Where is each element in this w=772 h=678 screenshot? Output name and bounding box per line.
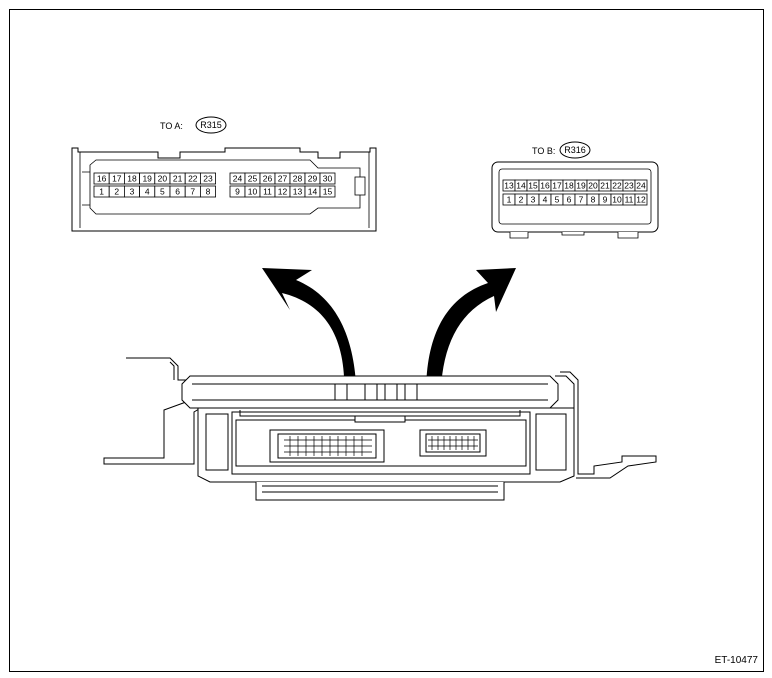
pin-b-7: 7	[579, 195, 584, 205]
pin-a-cell	[199, 185, 216, 198]
pin-a-10: 10	[248, 187, 258, 197]
pin-a-13: 13	[293, 187, 303, 197]
connector-a-housing	[71, 147, 377, 232]
pin-b-cell	[634, 193, 648, 206]
pin-a-cell	[199, 172, 216, 185]
pin-a-21: 21	[173, 174, 183, 184]
pin-a-6: 6	[175, 187, 180, 197]
pin-b-15: 15	[528, 181, 538, 191]
pin-a-5: 5	[160, 187, 165, 197]
pin-b-11: 11	[625, 195, 634, 205]
pin-a-28: 28	[293, 174, 303, 184]
control-module	[103, 357, 657, 501]
connector-a-code: R315	[200, 120, 222, 130]
connector-a-right-top-pins: 24 25 26 27 28 29 30	[229, 172, 336, 185]
connector-a-right-bottom-pins: 9 10 11 12 13 14 15	[229, 185, 336, 198]
figure-id: ET-10477	[714, 655, 758, 666]
pin-b-18: 18	[564, 181, 574, 191]
pin-b-9: 9	[603, 195, 608, 205]
pin-a-9: 9	[235, 187, 240, 197]
pin-a-30: 30	[323, 174, 333, 184]
pin-a-22: 22	[188, 174, 198, 184]
pin-a-26: 26	[263, 174, 273, 184]
connector-b-label: TO B:	[532, 146, 555, 156]
pin-b-24: 24	[636, 181, 646, 191]
pin-a-cell	[319, 185, 336, 198]
pin-a-11: 11	[263, 187, 272, 197]
connector-b-code-oval	[559, 141, 591, 159]
pin-b-6: 6	[567, 195, 572, 205]
pin-a-4: 4	[145, 187, 150, 197]
pin-b-12: 12	[636, 195, 646, 205]
pin-b-20: 20	[588, 181, 598, 191]
pin-a-7: 7	[190, 187, 195, 197]
pin-b-14: 14	[516, 181, 526, 191]
pin-b-8: 8	[591, 195, 596, 205]
pin-b-3: 3	[531, 195, 536, 205]
pin-a-29: 29	[308, 174, 318, 184]
pin-a-24: 24	[233, 174, 243, 184]
pin-a-8: 8	[206, 187, 211, 197]
pin-a-23: 23	[203, 174, 213, 184]
pin-b-10: 10	[612, 195, 622, 205]
pin-b-22: 22	[612, 181, 622, 191]
pin-b-17: 17	[552, 181, 562, 191]
pin-b-2: 2	[519, 195, 524, 205]
diagram-frame	[9, 9, 764, 672]
pin-b-4: 4	[543, 195, 548, 205]
pin-a-14: 14	[308, 187, 318, 197]
connector-a-left-top-pins: 16 17 18 19 20 21 22 23	[93, 172, 216, 185]
pin-b-5: 5	[555, 195, 560, 205]
pin-b-1: 1	[507, 195, 512, 205]
pin-b-16: 16	[540, 181, 550, 191]
pin-a-3: 3	[130, 187, 135, 197]
connector-b-code: R316	[564, 145, 586, 155]
pin-a-17: 17	[112, 174, 122, 184]
pin-b-23: 23	[624, 181, 634, 191]
pin-a-cell	[319, 172, 336, 185]
pin-a-15: 15	[323, 187, 333, 197]
connector-a-label: TO A:	[160, 121, 183, 131]
pin-b-21: 21	[600, 181, 610, 191]
connector-a-code-oval	[195, 116, 227, 134]
pin-a-16: 16	[97, 174, 107, 184]
pin-b-19: 19	[576, 181, 586, 191]
pin-a-18: 18	[127, 174, 137, 184]
pin-b-cell	[634, 179, 648, 192]
pin-a-25: 25	[248, 174, 258, 184]
pin-a-27: 27	[278, 174, 288, 184]
pin-a-2: 2	[114, 187, 119, 197]
pin-a-1: 1	[99, 187, 104, 197]
pin-a-19: 19	[142, 174, 152, 184]
pin-a-20: 20	[158, 174, 168, 184]
pin-b-13: 13	[504, 181, 514, 191]
pin-a-12: 12	[278, 187, 288, 197]
